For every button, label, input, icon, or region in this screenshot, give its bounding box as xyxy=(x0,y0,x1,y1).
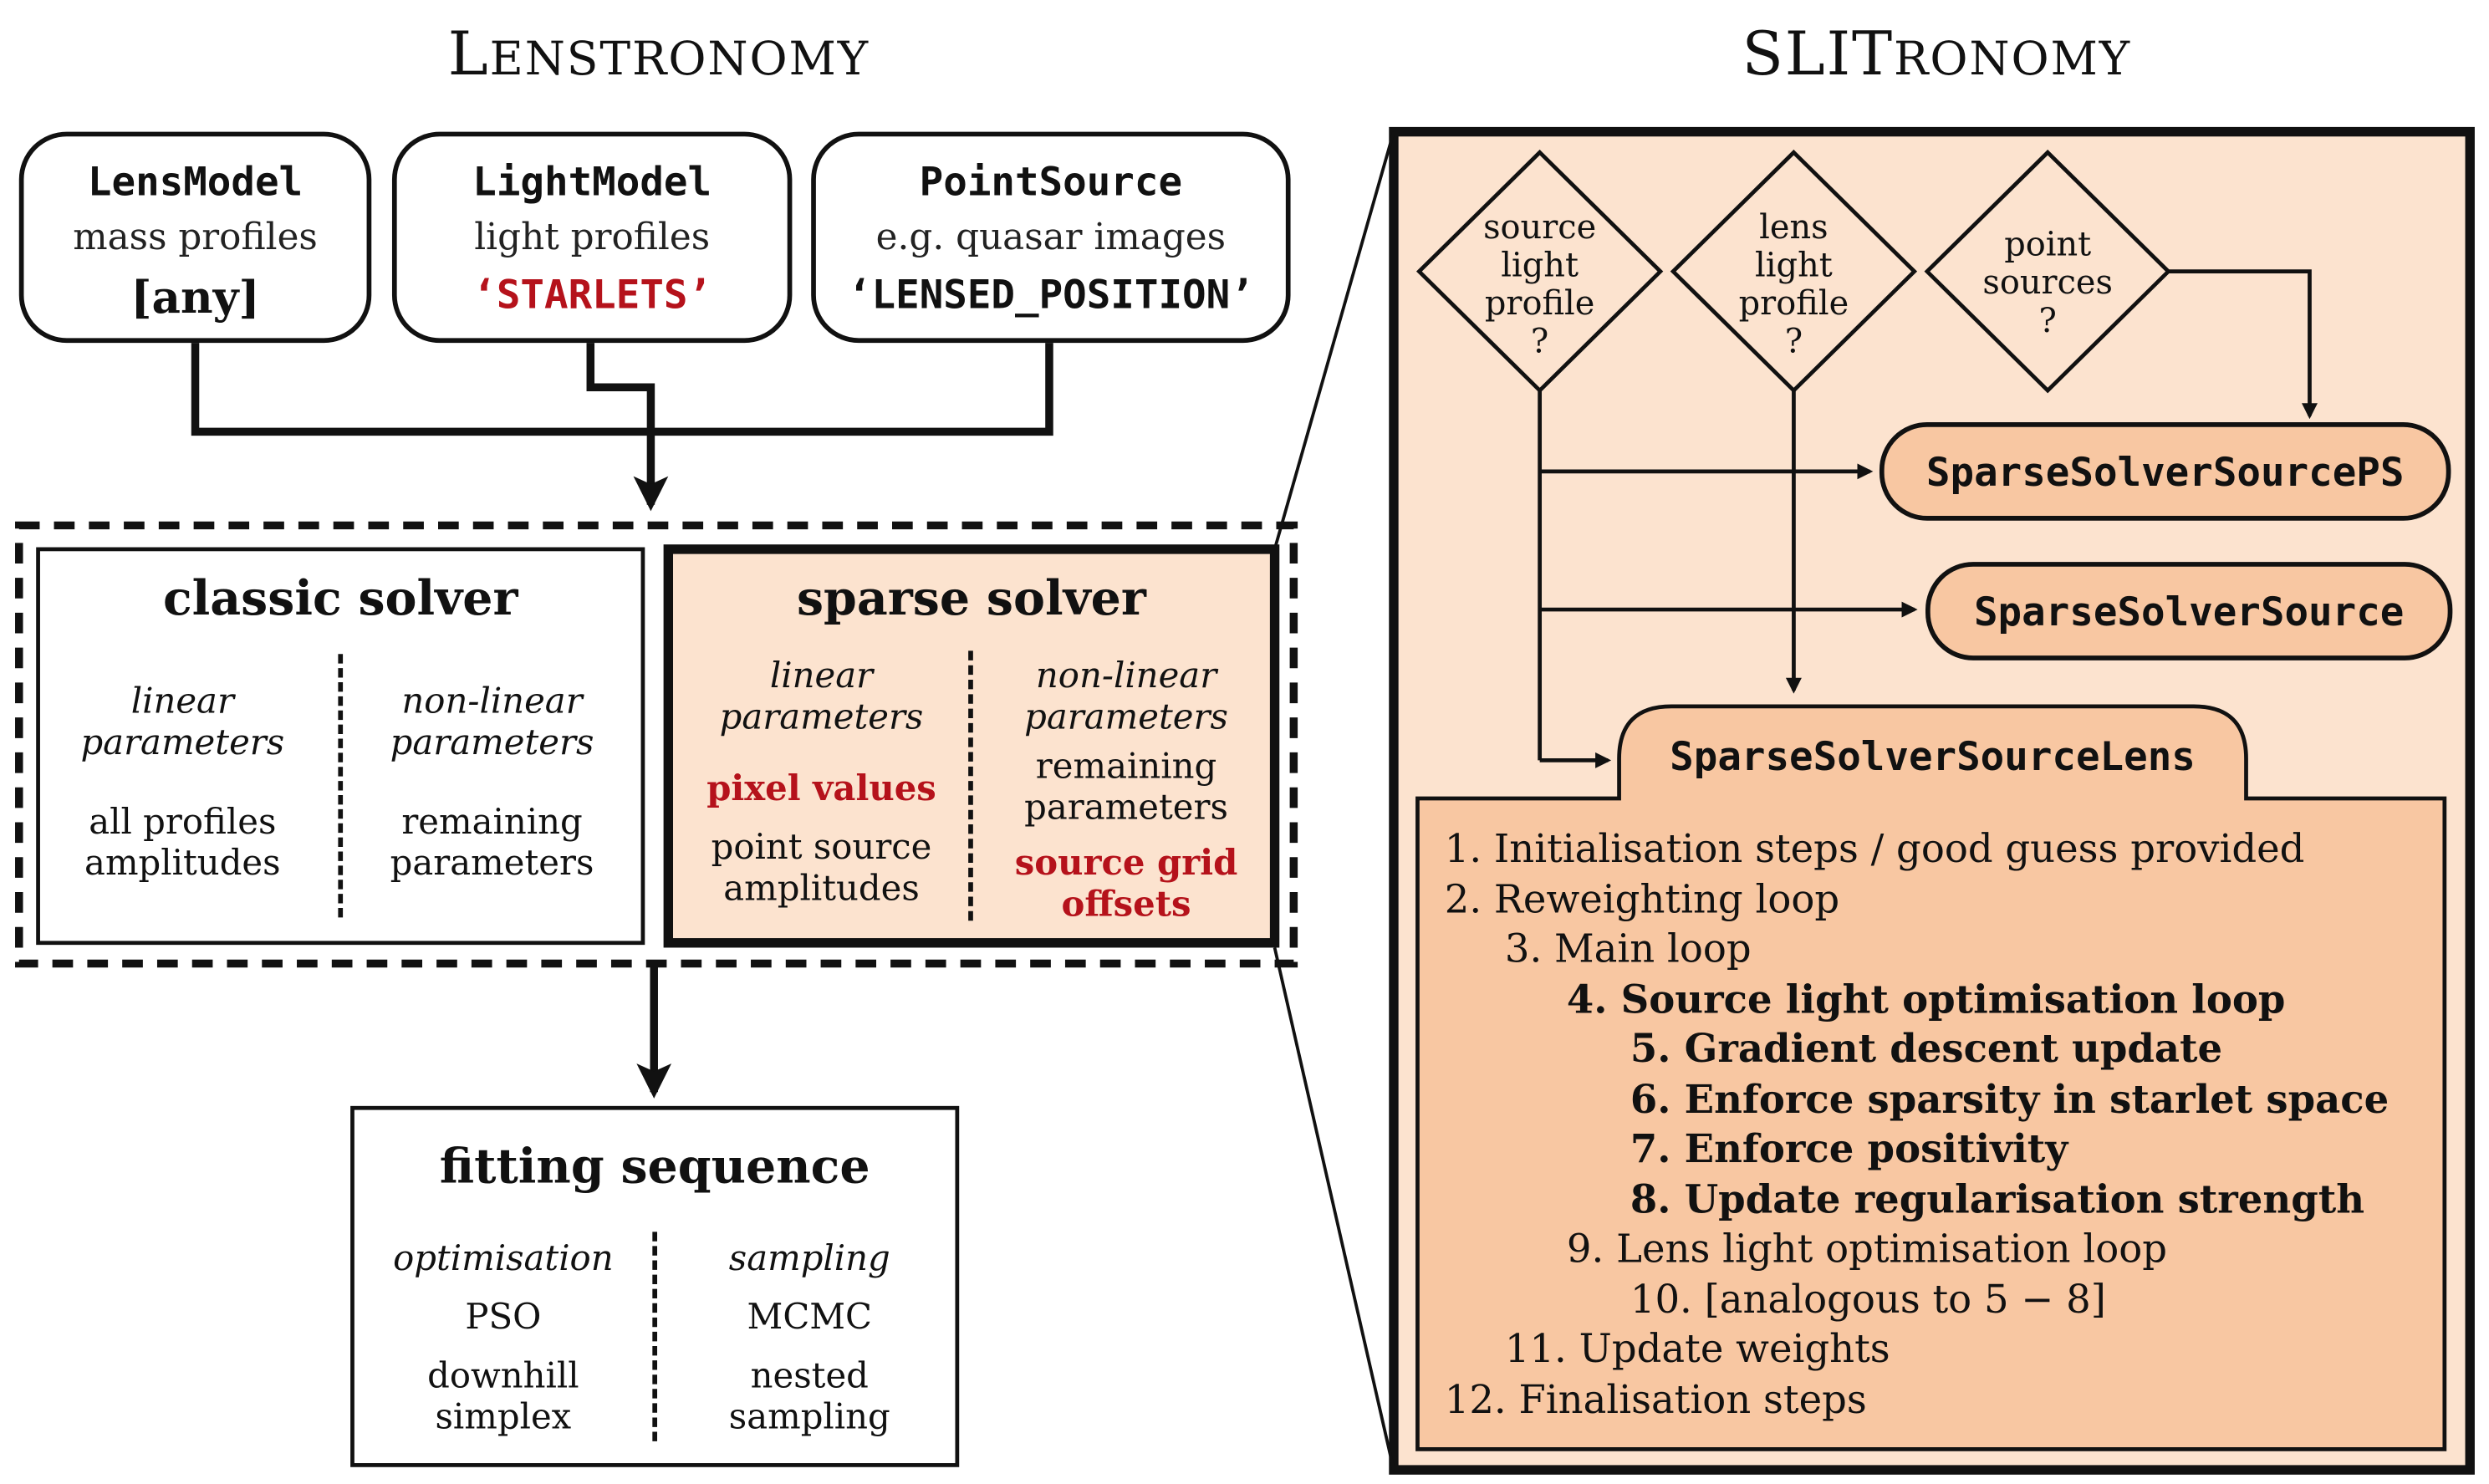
algorithm-step: 9. Lens light optimisation loop xyxy=(1566,1225,2168,1272)
lensmodel-value: [any] xyxy=(130,271,260,324)
sparse-solver-title: sparse solver xyxy=(796,571,1146,627)
sparse-solver-source-lens-label: SparseSolverSourceLens xyxy=(1670,732,2196,779)
lenstronomy-title: LENSTRONOMY xyxy=(447,18,870,89)
fitting-optimisation-methods: PSO downhill simplex xyxy=(427,1298,579,1439)
lensmodel-desc: mass profiles xyxy=(73,217,318,259)
algorithm-step: 10. [analogous to 5 − 8] xyxy=(1630,1275,2106,1322)
lightmodel-value: ‘STARLETS’ xyxy=(472,271,712,318)
slitronomy-title: SLITRONOMY xyxy=(1742,18,2132,89)
algorithm-step: 12. Finalisation steps xyxy=(1444,1375,1867,1422)
sparse-pixel-values: pixel values xyxy=(706,767,936,810)
pointsource-value: ‘LENSED_POSITION’ xyxy=(847,271,1254,318)
algorithm-step: 4. Source light optimisation loop xyxy=(1566,975,2286,1022)
pointsource-desc: e.g. quasar images xyxy=(875,217,1227,259)
classic-divider xyxy=(338,654,344,918)
fitting-sequence-title: fitting sequence xyxy=(439,1140,870,1196)
sparse-divider xyxy=(968,650,973,921)
zoom-line-bottom xyxy=(1273,947,1395,1471)
lightmodel-connector xyxy=(586,343,669,512)
fitting-optimisation-header: optimisation xyxy=(393,1239,614,1280)
sparse-solver-source: SparseSolverSource xyxy=(1925,562,2453,660)
algorithm-step: 1. Initialisation steps / good guess pro… xyxy=(1444,825,2305,872)
algorithm-step: 3. Main loop xyxy=(1504,925,1752,971)
lightmodel-name: LightModel xyxy=(472,158,712,205)
lensmodel-connector xyxy=(191,343,1053,436)
source-lens-shape xyxy=(1415,704,2447,1451)
lightmodel-box: LightModel light profiles ‘STARLETS’ xyxy=(391,131,793,344)
lensmodel-box: LensModel mass profiles [any] xyxy=(18,131,372,344)
decision-diamond-ps xyxy=(1924,149,2171,394)
algorithm-step: 8. Update regularisation strength xyxy=(1630,1175,2365,1221)
algorithm-step: 6. Enforce sparsity in starlet space xyxy=(1630,1075,2390,1122)
lightmodel-desc: light profiles xyxy=(474,217,711,259)
fitting-divider xyxy=(652,1232,658,1441)
fitting-sampling-header: sampling xyxy=(728,1239,890,1280)
lensmodel-name: LensModel xyxy=(87,158,303,205)
classic-solver-title: classic solver xyxy=(162,571,518,627)
algorithm-step: 5. Gradient descent update xyxy=(1630,1025,2223,1072)
algorithm-step: 7. Enforce positivity xyxy=(1630,1125,2068,1172)
pointsource-box: PointSource e.g. quasar images ‘LENSED_P… xyxy=(811,131,1291,344)
pointsource-name: PointSource xyxy=(919,158,1183,205)
algorithm-step: 11. Update weights xyxy=(1504,1325,1890,1372)
algorithm-steps: 1. Initialisation steps / good guess pro… xyxy=(1445,824,2389,1424)
sparse-solver-source-ps: SparseSolverSourcePS xyxy=(1879,422,2451,521)
fitting-sampling-methods: MCMC nested sampling xyxy=(728,1298,890,1439)
zoom-line-top xyxy=(1273,131,1395,550)
ps-arrow xyxy=(2168,269,2318,420)
algorithm-step: 2. Reweighting loop xyxy=(1444,875,1840,922)
